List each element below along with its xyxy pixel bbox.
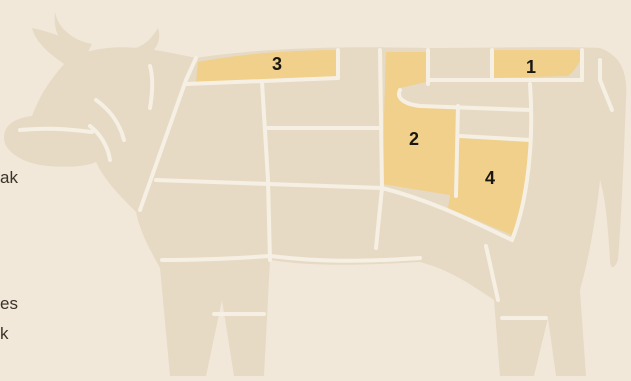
cut-4-label: 4 <box>485 168 495 188</box>
cow-body <box>4 47 626 376</box>
cut-2-label: 2 <box>409 129 419 149</box>
cut-3-label: 3 <box>272 54 282 74</box>
cut-1-label: 1 <box>526 57 536 77</box>
cut-1-region <box>494 50 584 78</box>
